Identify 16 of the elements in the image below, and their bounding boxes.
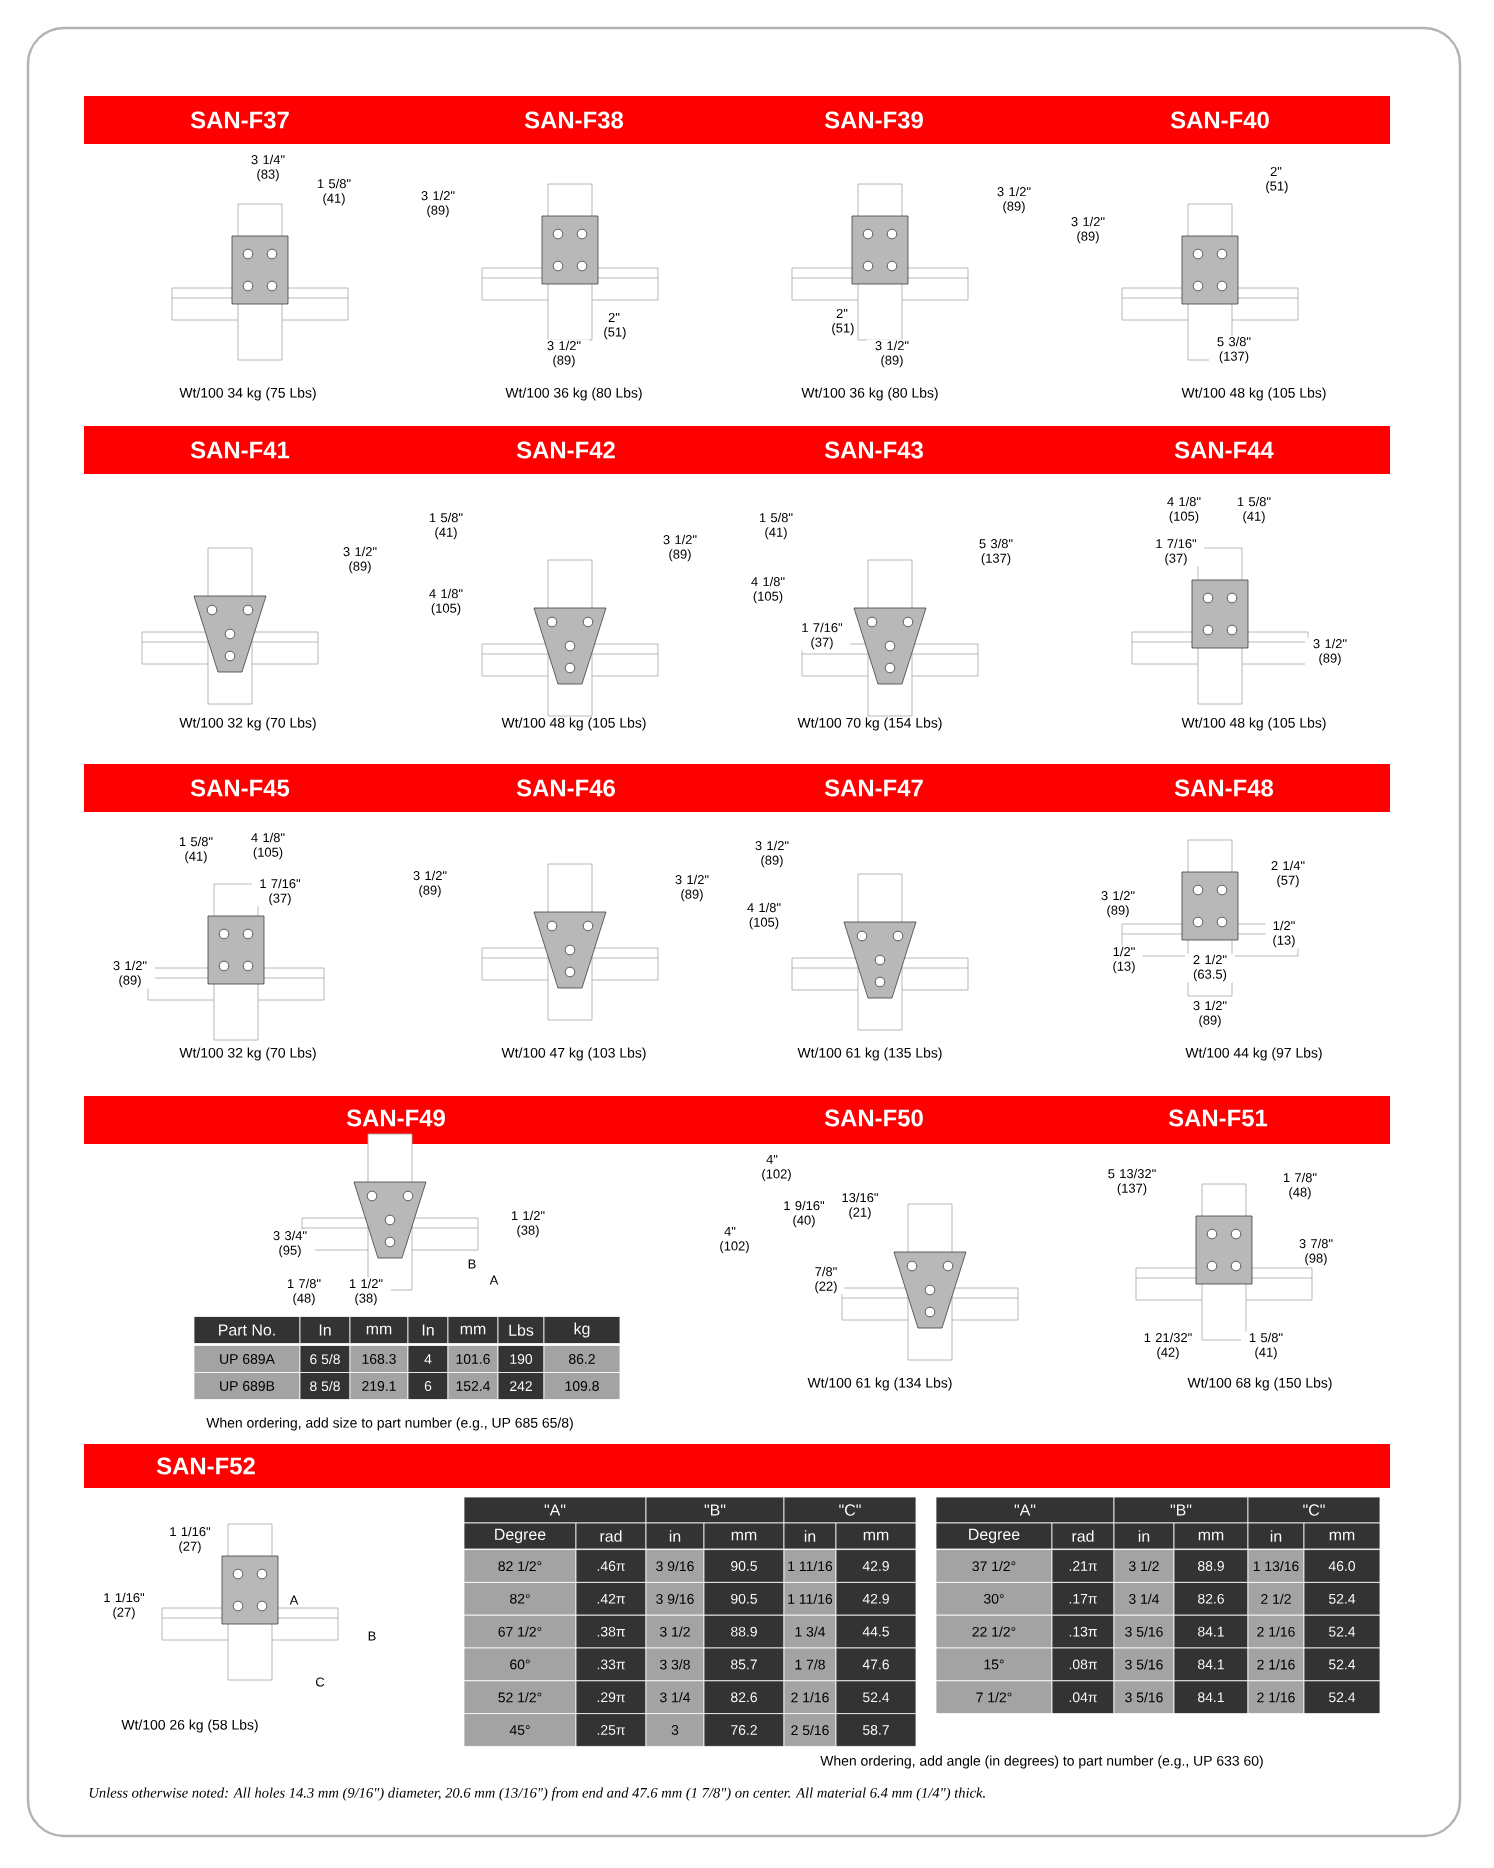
- product-code: SAN-F42: [516, 441, 615, 459]
- product-code: SAN-F41: [190, 441, 290, 459]
- product-code: SAN-F39: [824, 111, 923, 129]
- product-code: SAN-F38: [524, 111, 624, 129]
- product-code: SAN-F40: [1170, 111, 1269, 129]
- product-code: SAN-F43: [824, 441, 923, 459]
- product-code: SAN-F49: [346, 1109, 445, 1127]
- product-code: SAN-F46: [516, 779, 615, 797]
- product-code: SAN-F44: [1174, 441, 1274, 459]
- product-code: SAN-F50: [824, 1109, 923, 1127]
- product-code: SAN-F37: [190, 111, 289, 129]
- product-code: SAN-F45: [190, 779, 290, 797]
- product-code: SAN-F48: [1174, 779, 1274, 797]
- product-code: SAN-F51: [1168, 1109, 1268, 1127]
- product-code: SAN-F52: [156, 1457, 255, 1475]
- product-code: SAN-F47: [824, 779, 923, 797]
